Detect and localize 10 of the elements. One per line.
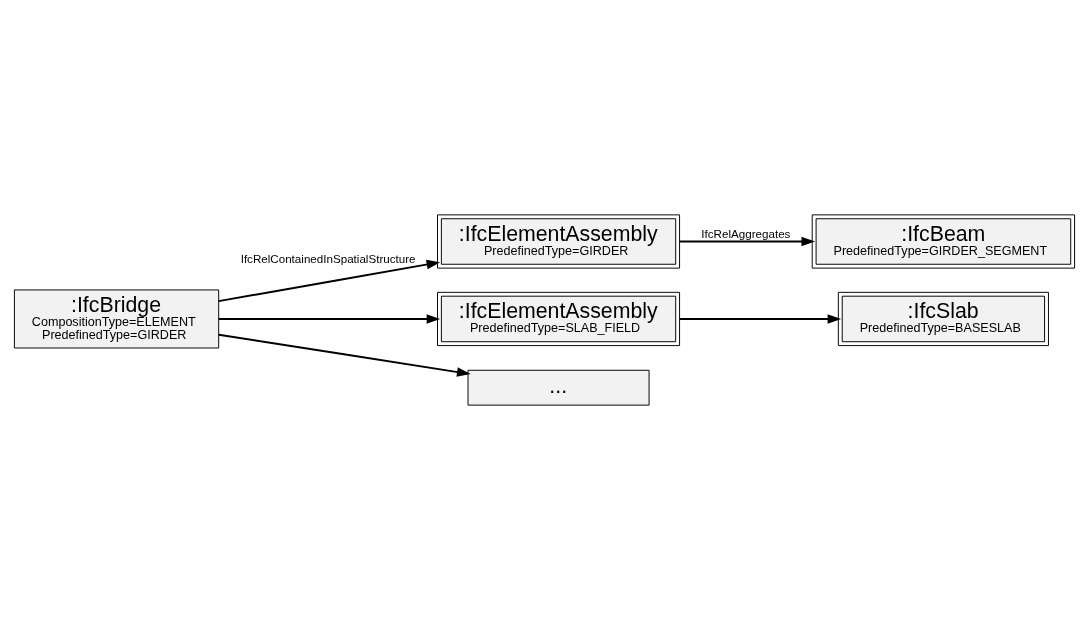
edge-label: IfcRelContainedInSpatialStructure [240, 251, 416, 265]
node-box: ... [467, 369, 650, 406]
arrow [678, 236, 816, 246]
arrow [217, 333, 471, 377]
arrow [678, 313, 842, 324]
node-box: :IfcBridge CompositionType=ELEMENT PredefinedType=GIRDER [13, 288, 220, 348]
arrow [217, 313, 441, 324]
arrow [217, 259, 441, 302]
edge-label: IfcRelAggregates [701, 226, 791, 240]
node-box: :IfcBeam PredefinedType=GIRDER_SEGMENT [811, 213, 1076, 269]
